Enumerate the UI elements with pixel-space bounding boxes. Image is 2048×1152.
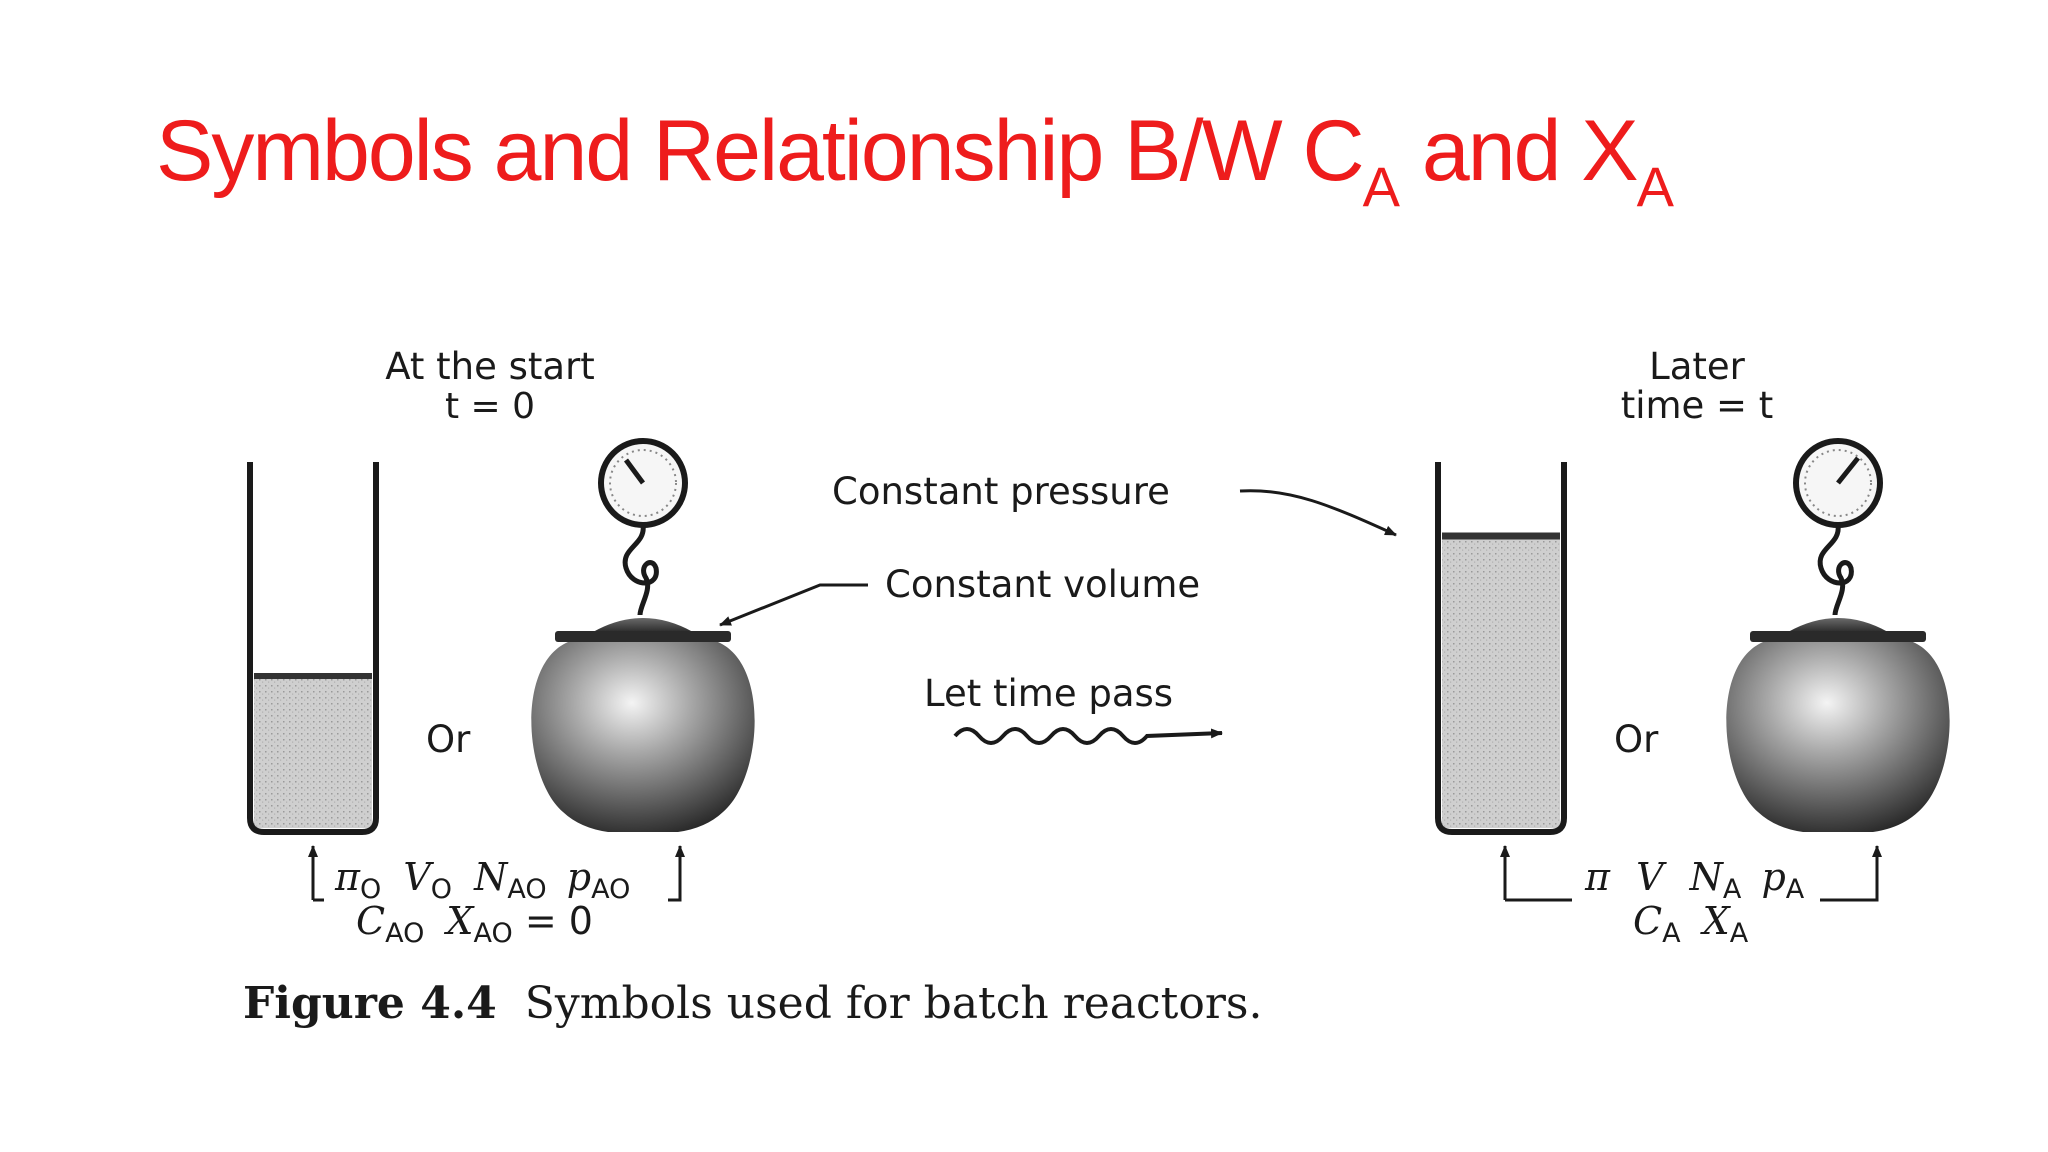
let-time-pass-label: Let time pass bbox=[924, 672, 1173, 715]
figure-caption: Figure 4.4 Symbols used for batch reacto… bbox=[243, 978, 1262, 1029]
later-variables-row1: π V NA pA bbox=[1584, 855, 1805, 907]
slide-title: Symbols and Relationship B/W CA and XA bbox=[156, 108, 1674, 215]
title-subscript-a2: A bbox=[1636, 155, 1675, 218]
or-label-right: Or bbox=[1614, 718, 1659, 761]
title-main: Symbols and Relationship B/W C bbox=[156, 103, 1365, 199]
cylinder-vessel-later bbox=[1435, 462, 1567, 835]
sphere-vessel-start bbox=[531, 438, 755, 832]
constant-pressure-label: Constant pressure bbox=[832, 470, 1170, 513]
start-time-label: t = 0 bbox=[445, 386, 535, 427]
initial-variables-row2: CAO XAO = 0 bbox=[356, 899, 593, 951]
or-label-left: Or bbox=[426, 718, 471, 761]
initial-variables-row1: πO VO NAO pAO bbox=[334, 855, 630, 907]
sphere-vessel-later bbox=[1726, 438, 1950, 832]
title-subscript-a1: A bbox=[1362, 155, 1401, 218]
title-mid: and X bbox=[1400, 103, 1639, 199]
later-label: Later bbox=[1649, 345, 1746, 388]
start-label: At the start bbox=[385, 345, 595, 388]
later-time-label: time = t bbox=[1621, 384, 1774, 427]
later-variables-row2: CA XA bbox=[1633, 899, 1749, 951]
constant-volume-label: Constant volume bbox=[885, 563, 1200, 606]
later-bracket bbox=[1500, 845, 1882, 902]
cylinder-vessel-start bbox=[247, 462, 379, 835]
initial-bracket bbox=[308, 845, 685, 902]
